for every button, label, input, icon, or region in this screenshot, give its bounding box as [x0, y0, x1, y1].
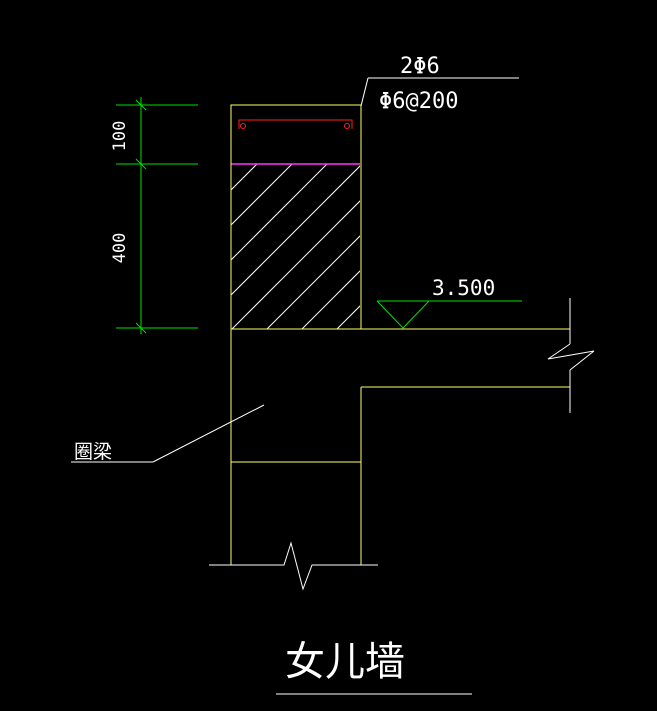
rebar-note-leader	[360, 77, 519, 107]
drawing-title: 女儿墙	[285, 639, 405, 685]
rebar-dot	[240, 123, 246, 129]
ring-beam-leader	[71, 404, 265, 463]
masonry-hatch	[231, 164, 360, 329]
tick-bottom	[135, 322, 147, 334]
elevation-triangle-icon	[376, 300, 522, 329]
break-symbol-icon	[547, 298, 595, 413]
rebar-dot	[344, 123, 350, 129]
rebar-note-longitudinal: 2Φ6	[400, 54, 440, 79]
break-symbol-icon	[209, 541, 378, 591]
tick-top	[135, 99, 147, 111]
elevation-value: 3.500	[432, 276, 495, 300]
dimension-label-top: 100	[110, 121, 130, 152]
rebar-note-stirrup: Φ6@200	[379, 89, 458, 114]
dimension-label-lower: 400	[110, 233, 130, 264]
structure-outline	[230, 104, 570, 565]
parapet-outline	[230, 104, 362, 329]
dimension-chain	[116, 97, 198, 334]
stirrup-outline	[238, 119, 353, 129]
ring-beam-label: 圈梁	[74, 441, 112, 463]
tick-mid	[135, 158, 147, 170]
rebar-cage	[238, 119, 353, 129]
